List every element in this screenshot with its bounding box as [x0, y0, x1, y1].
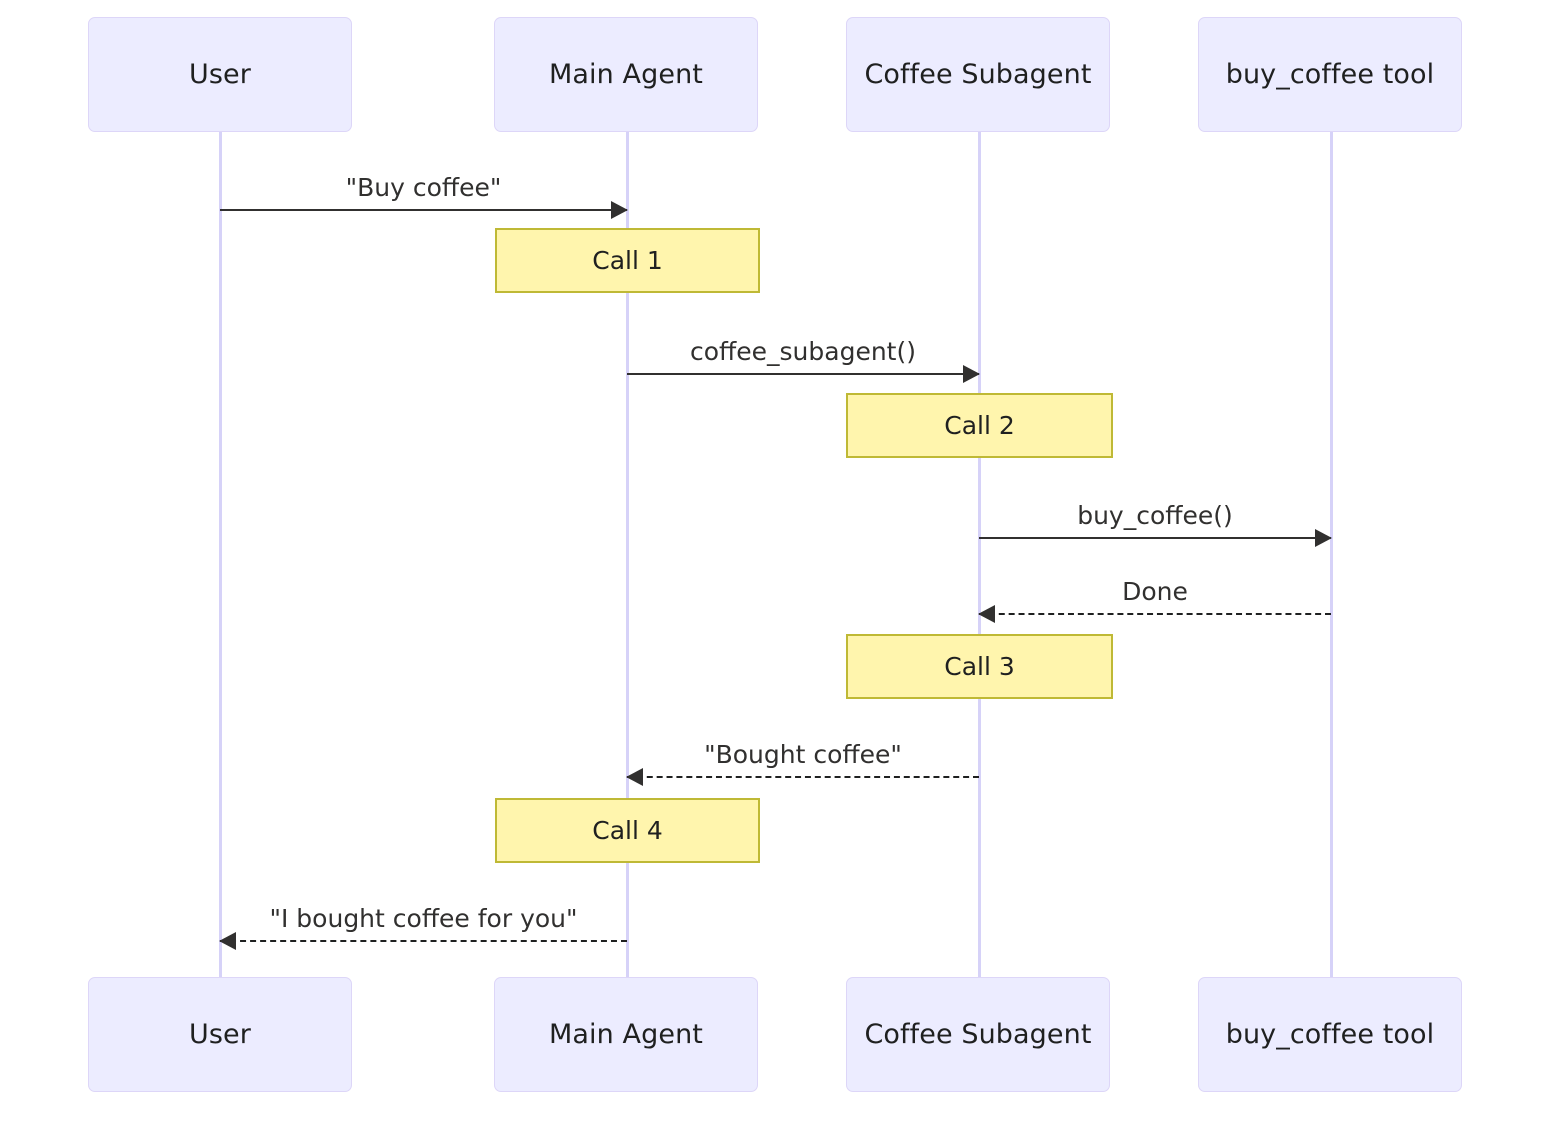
- participant-box-main-agent-bottom[interactable]: Main Agent: [494, 977, 758, 1092]
- lifeline-coffee-subagent: [978, 132, 981, 977]
- arrowhead-left-icon: [626, 768, 643, 786]
- participant-box-coffee-subagent-top[interactable]: Coffee Subagent: [846, 17, 1110, 132]
- arrowhead-right-icon: [1315, 529, 1332, 547]
- note-label: Call 2: [944, 411, 1015, 440]
- message-label: "Bought coffee": [704, 740, 902, 769]
- message-line: [979, 537, 1331, 539]
- participant-box-user-top[interactable]: User: [88, 17, 352, 132]
- message-line: [979, 613, 1331, 615]
- note-call-4[interactable]: Call 4: [495, 798, 760, 863]
- lifeline-user: [219, 132, 222, 977]
- note-label: Call 3: [944, 652, 1015, 681]
- participant-label-main-agent-bottom: Main Agent: [549, 1018, 703, 1050]
- arrowhead-right-icon: [963, 365, 980, 383]
- participant-box-main-agent-top[interactable]: Main Agent: [494, 17, 758, 132]
- note-label: Call 4: [592, 816, 663, 845]
- message-line: [627, 373, 979, 375]
- participant-label-main-agent: Main Agent: [549, 58, 703, 90]
- arrowhead-left-icon: [219, 932, 236, 950]
- participant-box-buy-coffee-tool-top[interactable]: buy_coffee tool: [1198, 17, 1462, 132]
- participant-label-user: User: [189, 58, 251, 90]
- participant-label-coffee-subagent-bottom: Coffee Subagent: [864, 1018, 1092, 1050]
- message-label: "Buy coffee": [345, 173, 502, 202]
- message-label: Done: [1122, 577, 1188, 606]
- message-line: [627, 776, 979, 778]
- note-call-1[interactable]: Call 1: [495, 228, 760, 293]
- participant-box-user-bottom[interactable]: User: [88, 977, 352, 1092]
- participant-label-coffee-subagent: Coffee Subagent: [864, 58, 1092, 90]
- message-line: [220, 940, 627, 942]
- lifeline-main-agent: [626, 132, 629, 977]
- note-label: Call 1: [592, 246, 663, 275]
- message-line: [220, 209, 627, 211]
- message-label: "I bought coffee for you": [269, 904, 578, 933]
- note-call-3[interactable]: Call 3: [846, 634, 1113, 699]
- participant-label-buy-coffee-tool: buy_coffee tool: [1225, 58, 1435, 90]
- participant-label-buy-coffee-tool-bottom: buy_coffee tool: [1225, 1018, 1435, 1050]
- arrowhead-right-icon: [611, 201, 628, 219]
- lifeline-buy-coffee-tool: [1330, 132, 1333, 977]
- arrowhead-left-icon: [978, 605, 995, 623]
- note-call-2[interactable]: Call 2: [846, 393, 1113, 458]
- participant-box-coffee-subagent-bottom[interactable]: Coffee Subagent: [846, 977, 1110, 1092]
- message-label: coffee_subagent(): [690, 337, 916, 366]
- participant-box-buy-coffee-tool-bottom[interactable]: buy_coffee tool: [1198, 977, 1462, 1092]
- message-label: buy_coffee(): [1077, 501, 1233, 530]
- participant-label-user-bottom: User: [189, 1018, 251, 1050]
